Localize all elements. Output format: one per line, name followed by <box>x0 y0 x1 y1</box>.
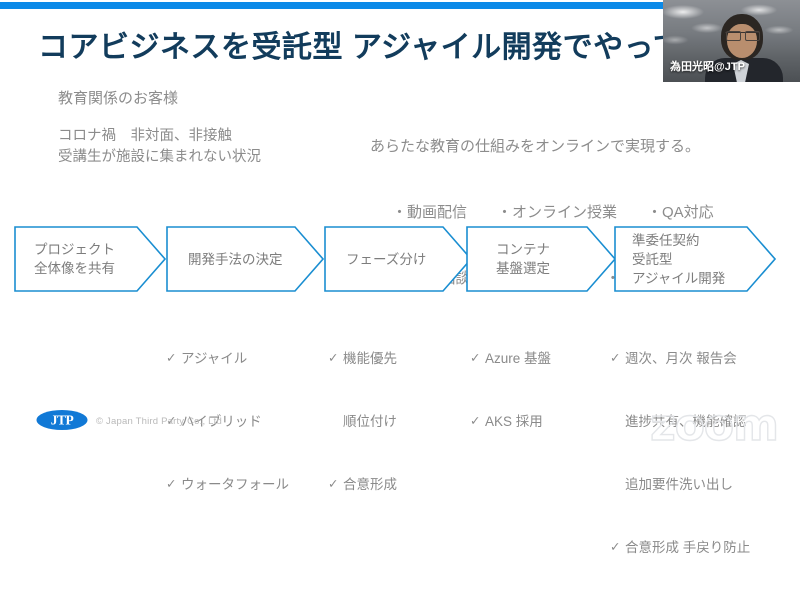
chevron-shape-icon <box>466 226 616 292</box>
check-icon <box>610 474 625 495</box>
process-step-4: コンテナ 基盤選定 <box>466 226 616 292</box>
check-icon: ✓ <box>166 351 177 365</box>
list-item-label: 追加要件洗い出し <box>625 477 733 492</box>
check-icon: ✓ <box>328 477 339 491</box>
process-step-2-label: 開発手法の決定 <box>188 251 283 267</box>
zoom-watermark: zoom <box>649 400 779 451</box>
list-item-label: 順位付け <box>343 414 397 429</box>
participant-face <box>727 24 757 58</box>
bottom-spacer <box>0 443 800 452</box>
list-item: 追加要件洗い出し <box>610 474 750 495</box>
copyright-text: © Japan Third Party Co., Ltd <box>96 416 222 427</box>
process-step-5: 準委任契約 受託型 アジャイル開発 <box>614 226 776 292</box>
participant-name-label: 為田光昭@JTP <box>670 61 745 73</box>
slide-footer: JTP © Japan Third Party Co., Ltd zoom <box>0 400 800 452</box>
process-step-2: 開発手法の決定 <box>166 226 324 292</box>
goal-block: あらたな教育の仕組みをオンラインで実現する。 ・動画配信 ・オンライン授業 ・Q… <box>370 92 725 334</box>
list-item-label: ハイブリッド <box>181 414 262 429</box>
list-item: ✓ 機能優先 <box>328 348 397 369</box>
list-item: ✓ ハイブリッド <box>166 411 289 432</box>
jtp-logo-icon: JTP <box>36 410 88 430</box>
process-step-1: プロジェクト 全体像を共有 <box>14 226 166 292</box>
check-column-container-platform: ✓ Azure 基盤 ✓ AKS 採用 <box>470 306 551 474</box>
list-item: ✓ 合意形成 手戻り防止 <box>610 537 750 558</box>
check-icon: ✓ <box>470 351 481 365</box>
list-item-label: 合意形成 手戻り防止 <box>625 540 751 555</box>
video-thumbnail[interactable]: 為田光昭@JTP <box>663 0 800 82</box>
process-flow: プロジェクト 全体像を共有 開発手法の決定 フェーズ分け コンテナ 基盤選定 準 <box>0 226 800 296</box>
glasses-icon <box>725 32 759 40</box>
list-item-label: AKS 採用 <box>485 414 543 429</box>
process-step-4-label: コンテナ 基盤選定 <box>496 242 550 276</box>
check-icon: ✓ <box>610 351 621 365</box>
slide-canvas: コアビジネスを受託型 アジャイル開発でやってみる 教育関係のお客様 コロナ禍 非… <box>0 0 800 555</box>
chevron-shape-icon <box>324 226 472 292</box>
check-icon: ✓ <box>610 540 621 554</box>
list-item-label: Azure 基盤 <box>485 351 552 366</box>
glasses-left-lens-icon <box>726 31 741 41</box>
list-item: ✓ Azure 基盤 <box>470 348 551 369</box>
chevron-shape-icon <box>614 226 776 292</box>
page-title: コアビジネスを受託型 アジャイル開発でやってみる <box>38 31 745 64</box>
chevron-shape-icon <box>14 226 166 292</box>
list-item: ✓ ウォータフォール <box>166 474 289 495</box>
process-step-3: フェーズ分け <box>324 226 472 292</box>
customer-context-block: 教育関係のお客様 コロナ禍 非対面、非接触 受講生が施設に集まれない状況 <box>58 88 261 168</box>
chevron-shape-icon <box>166 226 324 292</box>
list-item-label: ウォータフォール <box>181 477 289 492</box>
list-item: ✓ AKS 採用 <box>470 411 551 432</box>
goal-heading: あらたな教育の仕組みをオンラインで実現する。 <box>370 138 701 155</box>
process-step-5-label: 準委任契約 受託型 アジャイル開発 <box>632 232 726 286</box>
list-item-label: アジャイル <box>181 351 248 366</box>
svg-text:JTP: JTP <box>51 413 74 428</box>
check-icon: ✓ <box>470 414 481 428</box>
check-icon: ✓ <box>166 414 177 428</box>
list-item: ✓ 週次、月次 報告会 <box>610 348 750 369</box>
top-accent-bar <box>0 2 800 9</box>
list-item: 順位付け <box>328 411 397 432</box>
check-icon: ✓ <box>166 477 177 491</box>
list-item: 進捗共有、機能確認 <box>610 411 750 432</box>
process-step-3-label: フェーズ分け <box>346 251 427 267</box>
glasses-right-lens-icon <box>745 31 760 41</box>
list-item: ✓ アジャイル <box>166 348 289 369</box>
list-item-label: 進捗共有、機能確認 <box>625 414 747 429</box>
check-column-contract-operations: ✓ 週次、月次 報告会 進捗共有、機能確認 追加要件洗い出し ✓ 合意形成 手戻… <box>610 306 750 600</box>
goal-line-1: ・動画配信 ・オンライン授業 ・QA対応 <box>392 204 714 221</box>
list-item-label: 週次、月次 報告会 <box>625 351 737 366</box>
check-icon: ✓ <box>328 351 339 365</box>
list-item: ✓ 合意形成 <box>328 474 397 495</box>
list-item-label: 合意形成 <box>343 477 397 492</box>
check-lists: ✓ アジャイル ✓ ハイブリッド ✓ ウォータフォール ✓ 機能優先 順位付け <box>0 306 800 555</box>
list-item-label: 機能優先 <box>343 351 397 366</box>
process-step-1-label: プロジェクト 全体像を共有 <box>34 242 115 276</box>
participant-shirt <box>733 60 749 82</box>
customer-context-heading: 教育関係のお客様 <box>58 90 179 107</box>
customer-context-lines: コロナ禍 非対面、非接触 受講生が施設に集まれない状況 <box>58 128 261 165</box>
